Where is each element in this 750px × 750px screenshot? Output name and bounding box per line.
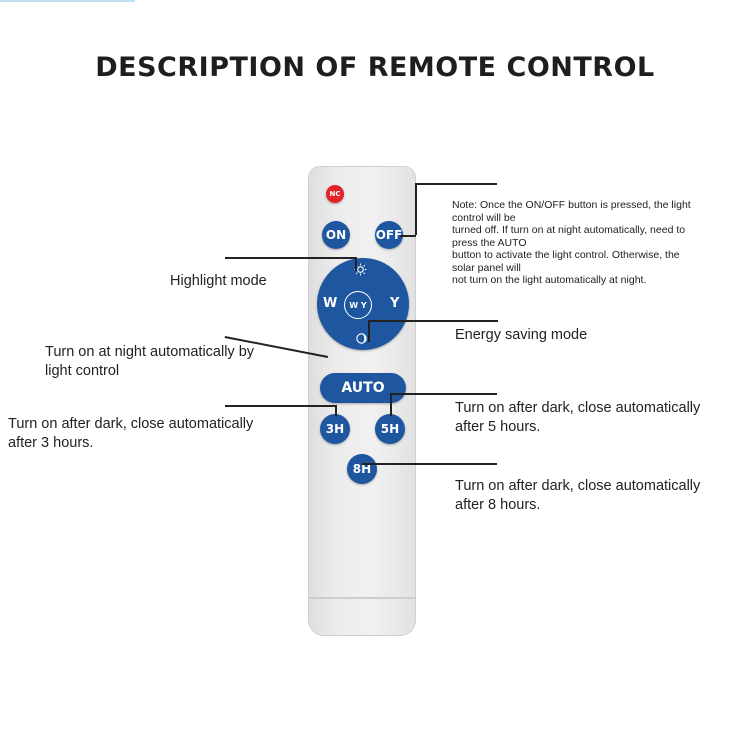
label-energy-saving: Energy saving mode	[455, 327, 588, 343]
leader-line-highlight-drop	[355, 257, 357, 271]
leader-line-8h	[362, 463, 497, 465]
note-line-6: solar panel will	[452, 261, 521, 274]
label-after-8h-line2: after 8 hours.	[455, 497, 541, 513]
leader-line-energy-drop	[368, 320, 370, 342]
on-off-note: Note: Once the ON/OFF button is pressed,…	[452, 199, 732, 287]
label-after-3h: Turn on after dark, close automatically …	[8, 415, 253, 453]
note-line-7: not turn on the light automatically at n…	[452, 274, 647, 286]
5h-button[interactable]: 5H	[375, 414, 405, 444]
label-night-auto: Turn on at night automatically by light …	[45, 343, 254, 381]
leader-line-5h	[390, 393, 497, 395]
dial-y-label: Y	[390, 296, 400, 311]
leader-line-highlight	[225, 257, 355, 259]
label-after-5h-line1: Turn on after dark, close automatically	[455, 400, 701, 416]
note-line-1: Note: Once the ON/OFF button is pressed,…	[452, 199, 691, 211]
label-after-3h-line2: after 3 hours.	[8, 435, 94, 451]
label-after-3h-line1: Turn on after dark, close automatically	[8, 416, 254, 432]
note-line-4: press the AUTO	[452, 236, 527, 249]
mode-dial[interactable]: W Y W Y	[317, 258, 409, 350]
leader-line-energy	[368, 320, 498, 322]
label-after-5h: Turn on after dark, close automatically …	[455, 399, 700, 437]
label-night-auto-line1: Turn on at night automatically by	[45, 344, 255, 360]
off-button[interactable]: OFF	[375, 221, 403, 249]
leader-line-note-off	[400, 235, 416, 237]
page-title: DESCRIPTION OF REMOTE CONTROL	[95, 52, 655, 83]
moon-icon	[356, 333, 367, 344]
nc-button[interactable]: NC	[326, 185, 344, 203]
note-line-5: button to activate the light control. Ot…	[452, 249, 680, 261]
note-line-2: control will be	[452, 211, 516, 224]
note-line-3: turned off. If turn on at night automati…	[452, 224, 686, 236]
label-after-5h-line2: after 5 hours.	[455, 419, 541, 435]
leader-line-note	[415, 183, 497, 185]
leader-line-3h-drop	[335, 405, 337, 416]
label-night-auto-line2: light control	[45, 363, 120, 379]
label-after-8h: Turn on after dark, close automatically …	[455, 477, 700, 515]
dial-center-label: W Y	[349, 300, 367, 310]
battery-cover-groove	[309, 597, 415, 599]
3h-button[interactable]: 3H	[320, 414, 350, 444]
dial-center-button[interactable]: W Y	[344, 291, 372, 319]
dial-w-label: W	[323, 296, 338, 311]
leader-line-3h	[225, 405, 335, 407]
top-accent-line	[0, 0, 135, 2]
on-button[interactable]: ON	[322, 221, 350, 249]
auto-button[interactable]: AUTO	[320, 373, 406, 403]
8h-button[interactable]: 8H	[347, 454, 377, 484]
label-after-8h-line1: Turn on after dark, close automatically	[455, 478, 701, 494]
leader-line-5h-drop	[390, 393, 392, 416]
label-highlight-mode: Highlight mode	[170, 273, 267, 289]
leader-line-note-drop	[415, 183, 417, 235]
